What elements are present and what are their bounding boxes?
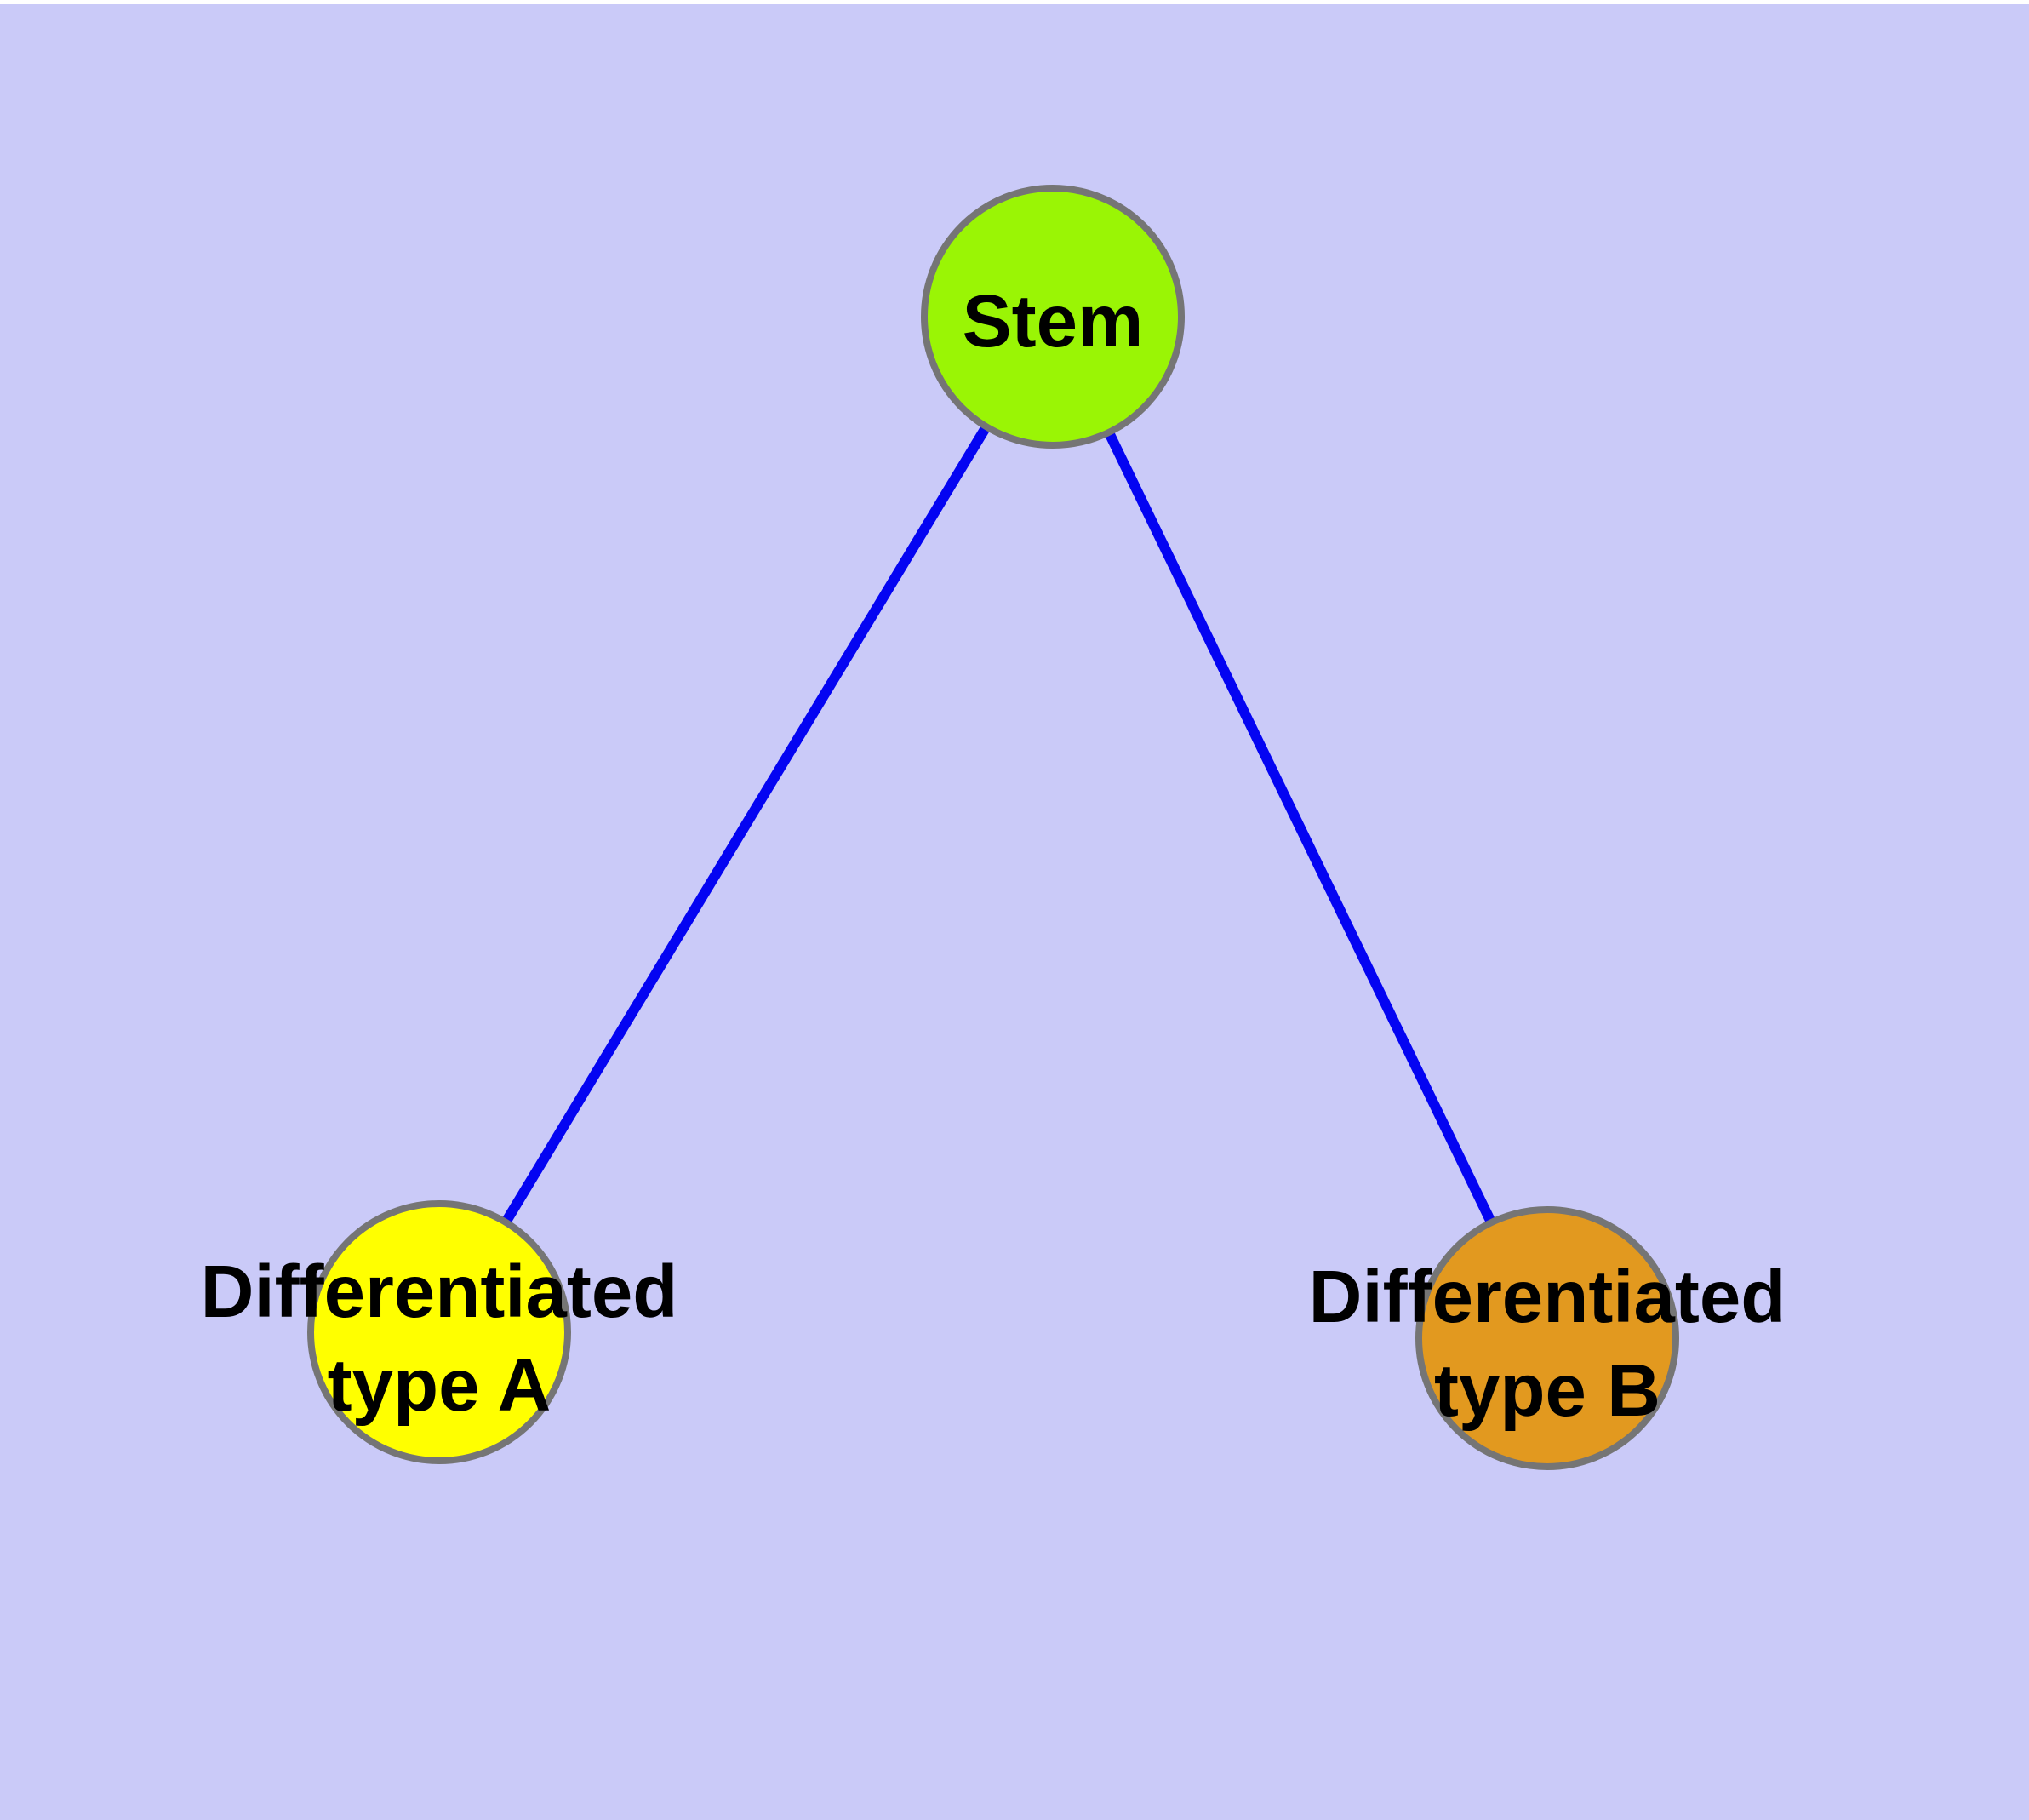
node-differentiated-type-b — [1415, 1206, 1679, 1470]
node-differentiated-type-b-label-line1: Differentiated — [1309, 1256, 1786, 1338]
edge-stem-to-type-a — [434, 313, 1058, 1336]
node-differentiated-type-a-label-line1: Differentiated — [201, 1251, 678, 1333]
node-stem-label: Stem — [963, 280, 1144, 363]
node-stem — [921, 185, 1185, 449]
edge-stem-to-type-b — [1048, 314, 1552, 1341]
node-differentiated-type-a-label-line2: type A — [328, 1344, 552, 1427]
node-differentiated-type-b-label-line2: type B — [1434, 1349, 1660, 1432]
node-differentiated-type-a — [307, 1200, 571, 1464]
